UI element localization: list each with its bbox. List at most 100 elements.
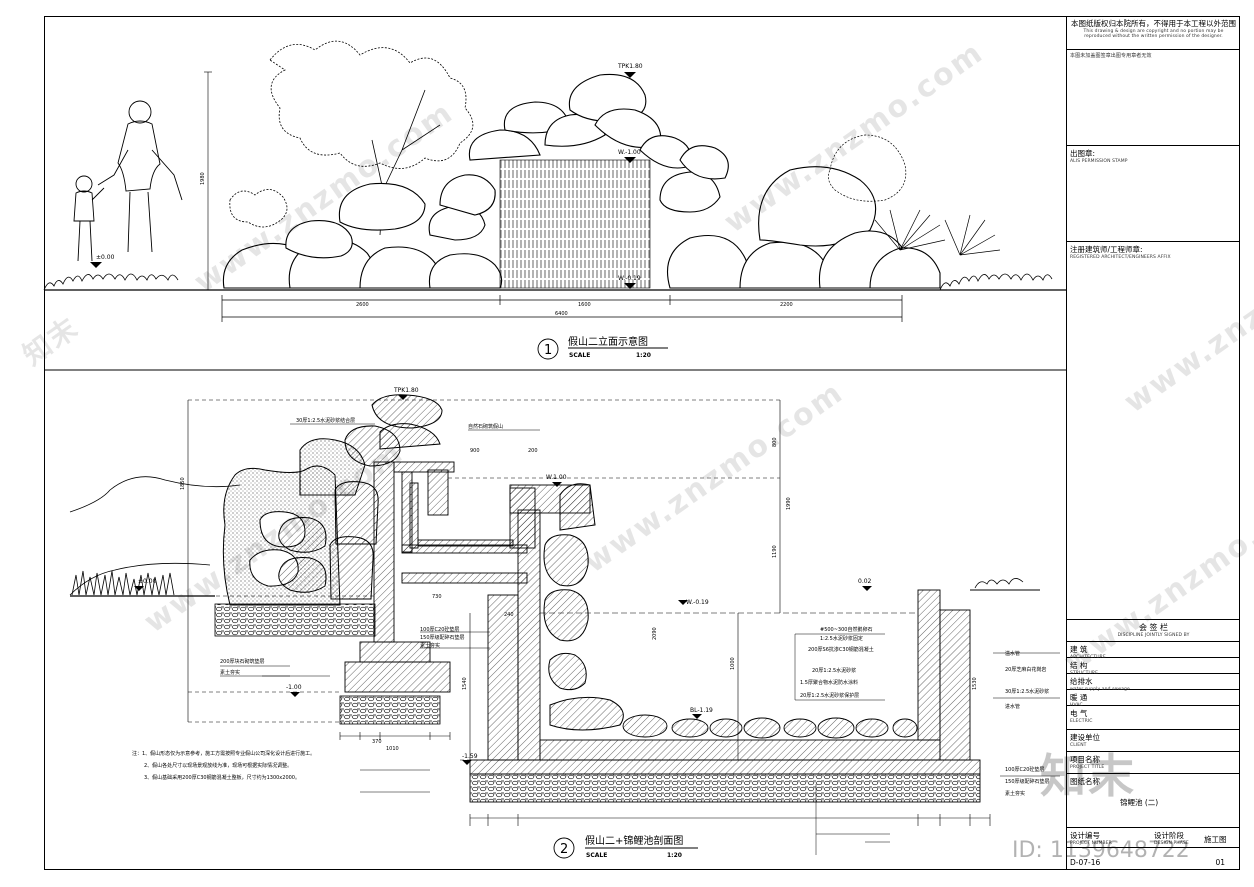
annot-compacted-soil-3: 素土夯实	[1005, 791, 1026, 797]
annot-pebbles: #500~300自然鹅卵石	[820, 627, 873, 633]
sec-minus1-mark: -1.00	[286, 684, 302, 691]
annot-mortar-fix: 1:2.5水泥砂浆固定	[820, 636, 863, 642]
annot-mortar-30: 30厚1:2.5水泥砂浆	[1005, 689, 1050, 695]
annot-mortar-20: 20厚1:2.5水泥砂浆	[812, 668, 857, 674]
annot-c20-2: 100厚C20砼垫层	[1005, 767, 1045, 773]
discipline-water-cn: 给排水	[1070, 677, 1093, 686]
project-en: PROJECT TITLE	[1070, 765, 1105, 770]
sec-title-number: 2	[560, 842, 568, 857]
client-cell: 建设单位 CLIENT	[1067, 730, 1240, 752]
discipline-hvac-cn: 暖 通	[1070, 693, 1088, 702]
sec-dim-1530: 1530	[972, 677, 978, 690]
sheet-number: 01	[1215, 858, 1225, 867]
sec-title: 假山二+锦鲤池剖面图	[585, 834, 683, 847]
architect-cn: 注册建筑师/工程师章:	[1070, 245, 1143, 254]
drawing-name-cn: 图纸名称	[1070, 777, 1100, 786]
design-phase-en: DESIGN PHASE	[1154, 841, 1189, 846]
project-number-cell: 设计编号 PROJECT NUMBER 设计阶段 DESIGN PHASE 施工…	[1067, 828, 1240, 848]
discipline-arch-cn: 建 筑	[1070, 645, 1088, 654]
annot-mortar-protect: 20厚1:2.5水泥砂浆保护层	[800, 693, 860, 699]
sec-dim-1010: 1010	[386, 746, 399, 752]
architect-en: REGISTERED ARCHITECT/ENGINEERS AFFIX	[1070, 255, 1171, 260]
annot-mortar-bond: 30厚1:2.5水泥砂浆结合层	[296, 418, 356, 424]
stamp-en: ALIS PERMISSION STAMP	[1070, 159, 1128, 164]
client-cn: 建设单位	[1070, 733, 1100, 742]
drawing-canvas: 1980 ±0.00	[43, 40, 1066, 859]
elev-title-number: 1	[544, 343, 552, 358]
section-drawing: ±0.00	[69, 387, 1060, 855]
sec-tpk-mark: TPK1.80	[393, 387, 419, 394]
annot-compacted-soil-2: 素土夯实	[420, 643, 441, 649]
design-phase-value: 施工图	[1204, 835, 1227, 844]
annot-inlet-pipe: 进水管	[1005, 704, 1021, 710]
sec-wl2-mark: W.-0.19	[686, 599, 709, 606]
architect-cell: 注册建筑师/工程师章: REGISTERED ARCHITECT/ENGINEE…	[1067, 242, 1240, 620]
stamp-cn: 出图章:	[1070, 149, 1096, 158]
project-number-en: PROJECT NUMBER	[1070, 841, 1112, 846]
drawing-number: D-07-16	[1070, 858, 1101, 867]
sec-dim-730: 730	[432, 594, 442, 600]
annot-natural-rock: 自然石砌筑假山	[468, 424, 504, 430]
discipline-elec-en: ELECTRIC	[1070, 719, 1093, 724]
elev-ground-mark: ±0.00	[96, 254, 115, 261]
annot-compacted-soil-1: 素土夯实	[220, 670, 241, 676]
discipline-architecture: 建 筑 ARCHITECTURE	[1067, 642, 1240, 660]
elev-dim-2: 1600	[578, 302, 591, 308]
discipline-hvac-en: HVAC	[1070, 703, 1083, 708]
sec-dim-1990: 1990	[786, 497, 792, 510]
project-cn: 项目名称	[1070, 755, 1100, 764]
stamp-note: 本图未加盖图签章出图专用章者无效	[1070, 53, 1152, 59]
sec-minus159-mark: -1.59	[462, 753, 478, 760]
annot-c20-1: 100厚C20砼垫层	[420, 627, 460, 633]
design-phase-cn: 设计阶段	[1154, 831, 1184, 840]
sec-dim-1850: 1850	[180, 477, 186, 490]
stamp-cell: 出图章: ALIS PERMISSION STAMP	[1067, 146, 1240, 242]
sec-scale-label: SCALE	[586, 852, 607, 859]
sec-dim-200: 200	[528, 448, 538, 454]
note-1: 注：1、假山形态仅为示意参考，施工方需按照专业假山公司深化设计后进行施工。	[132, 751, 316, 757]
sec-dim-800: 800	[772, 437, 778, 447]
project-number-cn: 设计编号	[1070, 831, 1100, 840]
sec-dim-240: 240	[504, 612, 514, 618]
drawing-name-cell: 图纸名称 锦鲤池 (二)	[1067, 774, 1240, 828]
discipline-water-en: water supply and sewage	[1070, 687, 1130, 692]
elev-title: 假山二立面示意图	[568, 335, 648, 348]
note-3: 3、假山基础采用200厚C30钢筋混凝土整板，尺寸约为1300x2000。	[144, 775, 300, 781]
elev-scale-label: SCALE	[569, 352, 590, 359]
drawing-number-cell: D-07-16 01	[1067, 848, 1240, 870]
sec-dim-1000: 1000	[730, 657, 736, 670]
sign-en: DISCIPLINE JOINTLY SIGNED BY	[1117, 633, 1190, 638]
sec-wl-mark: W.1.00	[546, 474, 567, 481]
client-en: CLIENT	[1070, 743, 1087, 748]
annot-granite: 20厚芝麻白花岗岩	[1005, 667, 1047, 673]
sec-dim-1190: 1190	[772, 545, 778, 558]
copyright-cn: 本图纸版权归本院所有，不得用于本工程以外范围	[1071, 19, 1236, 28]
discipline-water: 给排水 water supply and sewage	[1067, 674, 1240, 692]
elevation-drawing: 1980 ±0.00	[43, 40, 1066, 360]
title-block: 本图纸版权归本院所有，不得用于本工程以外范围 This drawing & de…	[1066, 16, 1240, 870]
discipline-elec-cn: 电 气	[1070, 709, 1088, 718]
sec-ground-mark: ±0.00	[138, 578, 157, 585]
drawing-sheet-frame	[44, 16, 1240, 870]
discipline-electric: 电 气 ELECTRIC	[1067, 706, 1240, 730]
elev-dim-total: 6400	[555, 311, 568, 317]
sign-cn: 会 签 栏	[1138, 623, 1169, 632]
sign-header: 会 签 栏 DISCIPLINE JOINTLY SIGNED BY	[1067, 620, 1240, 642]
sec-scale: 1:20	[667, 852, 682, 859]
watermark-brand-logo: 知末	[1040, 749, 1136, 803]
sec-0.02-mark: 0.02	[858, 578, 872, 585]
sec-dim-900: 900	[470, 448, 480, 454]
elev-dim-3: 2200	[780, 302, 793, 308]
elev-tpk-mark: TPK1.80	[617, 63, 643, 70]
annot-concrete-s6: 200厚S6抗渗C30钢筋混凝土	[808, 647, 874, 653]
watermark-id: ID: 1139648722	[1012, 838, 1190, 863]
copyright-en: This drawing & design are copyright and …	[1083, 29, 1224, 39]
note-2: 2、假山各处尺寸以现场景观放线为准，现场可根据实际情况调整。	[144, 763, 293, 769]
sec-dim-2090: 2090	[652, 627, 658, 640]
sec-dim-1540: 1540	[462, 677, 468, 690]
annot-gravel-1: 150厚级配碎石垫层	[420, 635, 465, 641]
annot-block-stone: 200厚块石砌筑垫层	[220, 659, 265, 665]
copyright-cell: 本图纸版权归本院所有，不得用于本工程以外范围 This drawing & de…	[1067, 16, 1240, 50]
elev-wl-bottom: W.-0.19	[618, 275, 641, 282]
stamp-note-cell: 本图未加盖图签章出图专用章者无效	[1067, 50, 1240, 146]
